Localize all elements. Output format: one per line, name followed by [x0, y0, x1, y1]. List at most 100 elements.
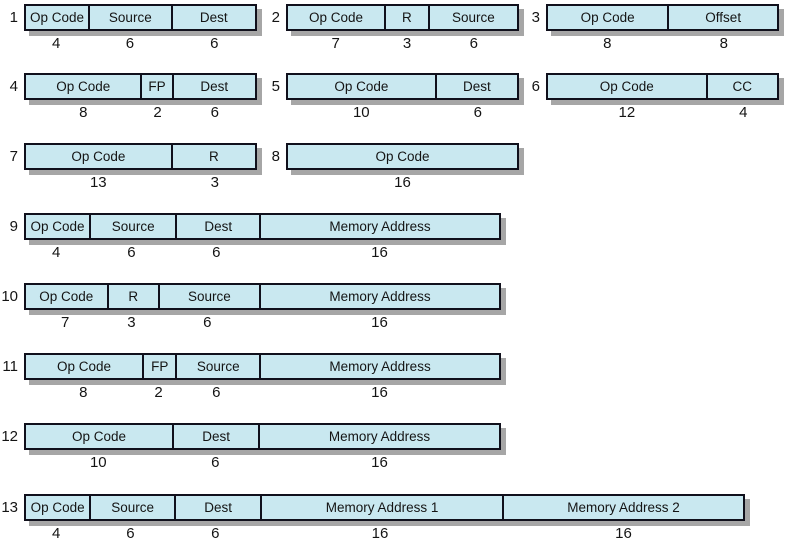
bit-width-op-code: 12 [618, 104, 636, 121]
bit-width-memory-address: 16 [371, 384, 388, 401]
bit-width-row: 4 6 6 [24, 35, 257, 52]
bit-width-op-code: 4 [51, 35, 61, 52]
bit-width-r: 3 [210, 174, 219, 191]
bit-width-source: 6 [126, 525, 135, 542]
bit-width-memory-address-2: 16 [615, 525, 632, 542]
format-number-label: 2 [271, 9, 280, 26]
field-op-code: Op Code [39, 289, 94, 304]
field-op-code: Op Code [56, 79, 111, 94]
format-number-label: 9 [9, 218, 18, 235]
field-memory-address: Memory Address [258, 425, 499, 448]
field-source: Source [89, 496, 174, 519]
field-op-code: Op Code [30, 10, 85, 25]
bit-width-memory-address-1: 16 [371, 525, 389, 542]
bit-width-row: 13 3 [24, 174, 257, 191]
bit-width-memory-address: 16 [371, 244, 388, 261]
format-box: Op Code Offset [546, 4, 779, 31]
bit-width-op-code: 13 [89, 174, 107, 191]
bit-width-op-code: 10 [352, 104, 370, 121]
field-memory-address: Memory Address [259, 285, 499, 308]
field-r: R [170, 145, 255, 168]
bit-width-r: 3 [402, 35, 412, 52]
bit-width-op-code: 8 [603, 35, 612, 52]
bit-width-op-code: 7 [331, 35, 340, 52]
field-r: R [106, 285, 158, 308]
bit-width-dest: 6 [210, 104, 219, 121]
bit-width-row: 10 6 [286, 104, 519, 121]
field-memory-address-2: Memory Address 2 [502, 496, 743, 519]
field-offset: Offset [667, 6, 777, 29]
bit-width-dest: 6 [212, 244, 221, 261]
field-op-code: Op Code [308, 10, 364, 25]
field-dest: Dest [175, 215, 259, 238]
format-number-label: 3 [531, 9, 540, 26]
field-op-code: Op Code [599, 79, 654, 94]
format-number-label: 1 [9, 9, 18, 26]
bit-width-dest: 6 [473, 104, 482, 121]
field-dest: Dest [174, 496, 260, 519]
bit-width-dest: 6 [211, 454, 220, 471]
bit-width-source: 6 [203, 314, 212, 331]
field-fp: FP [140, 75, 171, 98]
field-dest: Dest [434, 75, 517, 98]
bit-width-fp: 2 [153, 104, 162, 121]
format-number-label: 10 [1, 288, 18, 305]
bit-width-memory-address: 16 [371, 314, 388, 331]
bit-width-dest: 6 [211, 525, 220, 542]
field-op-code: Op Code [580, 10, 635, 25]
bit-width-op-code: 7 [61, 314, 70, 331]
format-number-label: 11 [2, 358, 18, 375]
format-number-label: 12 [1, 428, 18, 445]
field-source: Source [427, 6, 517, 29]
field-op-code: Op Code [375, 149, 430, 164]
format-8: 8 Op Code 16 [272, 143, 519, 191]
field-r: R [384, 6, 428, 29]
field-op-code: Op Code [30, 500, 85, 515]
bit-width-memory-address: 16 [371, 454, 388, 471]
format-box: Op Code CC [546, 73, 779, 100]
format-box: Op Code Dest [286, 73, 519, 100]
field-dest: Dest [172, 425, 258, 448]
bit-width-source: 6 [125, 35, 135, 52]
format-number-label: 6 [531, 78, 540, 95]
bit-width-fp: 2 [154, 384, 163, 401]
field-memory-address-1: Memory Address 1 [260, 496, 502, 519]
bit-width-row: 4 6 6 16 16 [24, 525, 745, 542]
bit-width-offset: 8 [719, 35, 728, 52]
field-source: Source [157, 285, 259, 308]
field-cc: CC [705, 75, 777, 98]
field-source: Source [175, 355, 259, 378]
field-fp: FP [142, 355, 175, 378]
format-box: Op Code [286, 143, 519, 170]
field-memory-address: Memory Address [259, 215, 499, 238]
field-memory-address: Memory Address [259, 355, 499, 378]
bit-width-dest: 6 [210, 35, 219, 52]
field-source: Source [88, 215, 176, 238]
bit-width-op-code: 16 [394, 174, 411, 191]
field-op-code: Op Code [334, 79, 389, 94]
field-op-code: Op Code [72, 429, 127, 444]
bit-width-op-code: 4 [51, 525, 61, 542]
bit-width-row: 16 [286, 174, 519, 191]
bit-width-source: 6 [127, 244, 136, 261]
